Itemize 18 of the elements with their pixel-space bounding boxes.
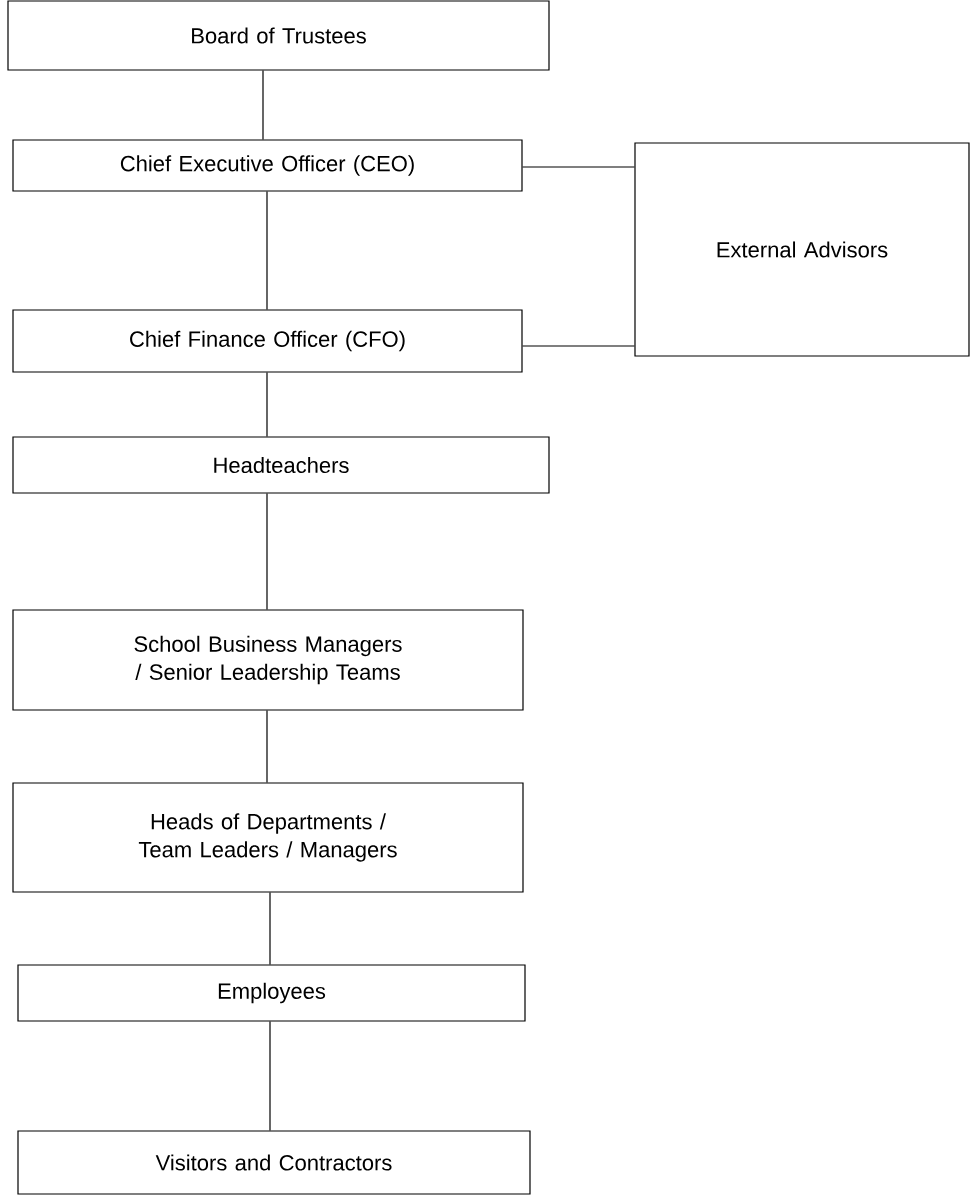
connector-line [269, 892, 271, 965]
org-box: Board of Trustees [7, 0, 550, 71]
org-box: Employees [17, 964, 526, 1022]
org-box: School Business Managers / Senior Leadership Teams [12, 609, 524, 711]
connector-line [522, 166, 635, 168]
org-box: Headteachers [12, 436, 550, 494]
connector-line [269, 1021, 271, 1131]
org-box: Chief Finance Officer (CFO) [12, 309, 523, 373]
connector-line [266, 191, 268, 310]
connector-line [522, 345, 635, 347]
connector-line [266, 493, 268, 610]
connector-line [266, 710, 268, 783]
org-box: External Advisors [634, 142, 970, 357]
org-box: Visitors and Contractors [17, 1130, 531, 1195]
connector-line [262, 70, 264, 140]
org-box: Heads of Departments / Team Leaders / Managers [12, 782, 524, 893]
connector-line [266, 372, 268, 437]
org-box: Chief Executive Officer (CEO) [12, 139, 523, 192]
